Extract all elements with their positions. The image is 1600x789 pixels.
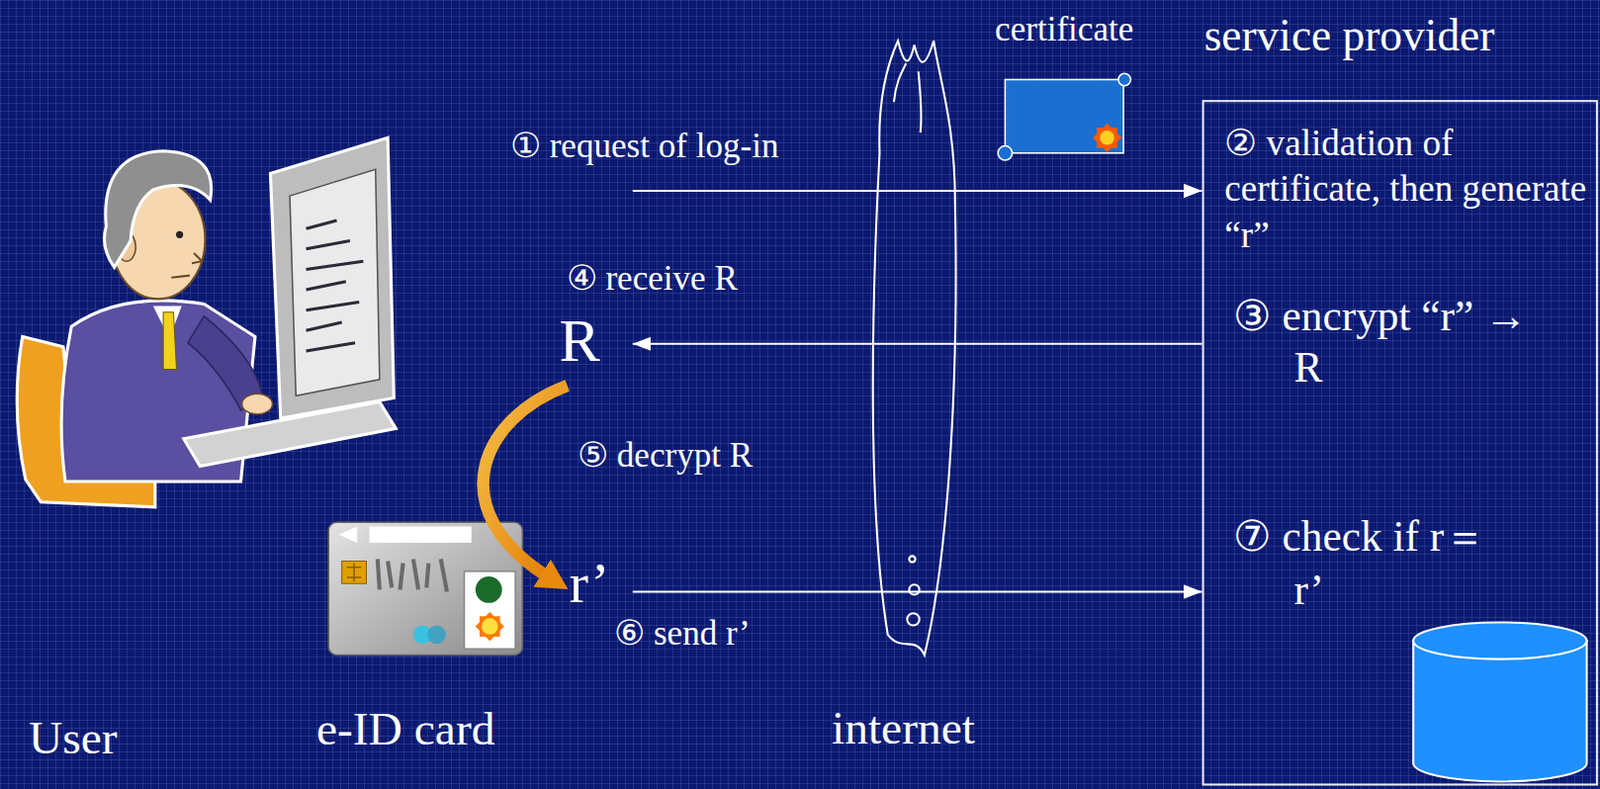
id-card-graphic-part — [475, 576, 503, 604]
laptop-part-part — [306, 241, 351, 250]
message-symbol: R — [558, 304, 600, 378]
certificate-scroll-part — [997, 146, 1012, 161]
id-card-graphic-part — [369, 526, 472, 543]
id-card-graphic-part — [347, 563, 361, 583]
internet-cloud-part — [893, 63, 922, 133]
user-figure-node: User — [7, 101, 633, 766]
laptop-part — [269, 137, 394, 419]
user-figure-part — [191, 253, 202, 264]
user-figure-part — [103, 151, 211, 268]
id-card-graphic-part — [342, 561, 367, 585]
laptop-part-part — [306, 261, 364, 269]
internet-cloud — [873, 40, 957, 655]
cloud-label: internet — [831, 700, 976, 757]
step-label: ⑤ decrypt R — [577, 434, 753, 476]
certificate-scroll-part — [1099, 130, 1114, 145]
database-cylinder-part — [1413, 622, 1587, 659]
laptop-part-part — [306, 220, 338, 229]
message-arrow — [632, 590, 1203, 593]
id-card-graphic-part — [481, 618, 499, 635]
edge-label: ④ receive R — [566, 257, 738, 299]
internet-cloud-part — [908, 555, 915, 562]
laptop-part-part — [306, 281, 347, 290]
certificate-scroll — [997, 73, 1131, 161]
internet-cloud-part — [908, 584, 919, 595]
edge-label: ⑥ send r’ — [614, 612, 750, 654]
step-text: ⑦ check if r＝r’ — [1233, 510, 1512, 617]
card-label: e-ID card — [275, 701, 536, 758]
user-figure-part — [171, 275, 190, 278]
id-card-graphic-part — [475, 612, 505, 641]
certificate-scroll-part — [1004, 79, 1124, 153]
id-card-graphic — [328, 522, 523, 655]
box-heading: service provider — [1204, 7, 1496, 63]
certificate-scroll-part — [1118, 73, 1131, 86]
internet-cloud-part — [873, 40, 957, 655]
decrypt-arrow — [483, 385, 568, 578]
certificate-scroll-part — [1092, 123, 1122, 153]
service-provider-box: service provider② validation of certific… — [1202, 99, 1599, 786]
step-text: ③ encrypt “r” → R — [1233, 290, 1531, 393]
icon-label: certificate — [994, 7, 1134, 50]
laptop-part — [289, 169, 380, 396]
id-card-graphic-part — [464, 571, 517, 649]
laptop-part-part — [306, 301, 360, 310]
id-card-graphic-part — [328, 522, 523, 655]
message-arrow — [632, 189, 1203, 192]
laptop-part — [183, 402, 397, 467]
message-symbol: r’ — [569, 548, 611, 618]
user-figure-part — [176, 231, 183, 239]
laptop-part — [306, 220, 364, 352]
database-cylinder-part — [1413, 640, 1587, 782]
laptop-part-part — [306, 322, 343, 331]
certificate-scroll-part — [1096, 127, 1118, 149]
database-cylinder — [1413, 622, 1587, 782]
id-card-node: e-ID card — [275, 515, 536, 761]
edge-label: ① request of log-in — [510, 124, 780, 167]
laptop — [183, 137, 397, 466]
user-figure-part — [163, 312, 177, 370]
id-card-graphic-part — [377, 558, 447, 592]
actor-label: User — [28, 709, 118, 766]
user-figure-part — [242, 393, 273, 415]
laptop-part-part — [306, 343, 356, 352]
step-text: ② validation of certificate, then genera… — [1224, 120, 1595, 259]
message-arrow — [632, 343, 1203, 346]
internet-cloud-part — [906, 613, 919, 625]
id-card-graphic-part — [339, 526, 358, 543]
id-card-graphic-part — [427, 625, 446, 645]
id-card-graphic-part — [479, 616, 501, 637]
